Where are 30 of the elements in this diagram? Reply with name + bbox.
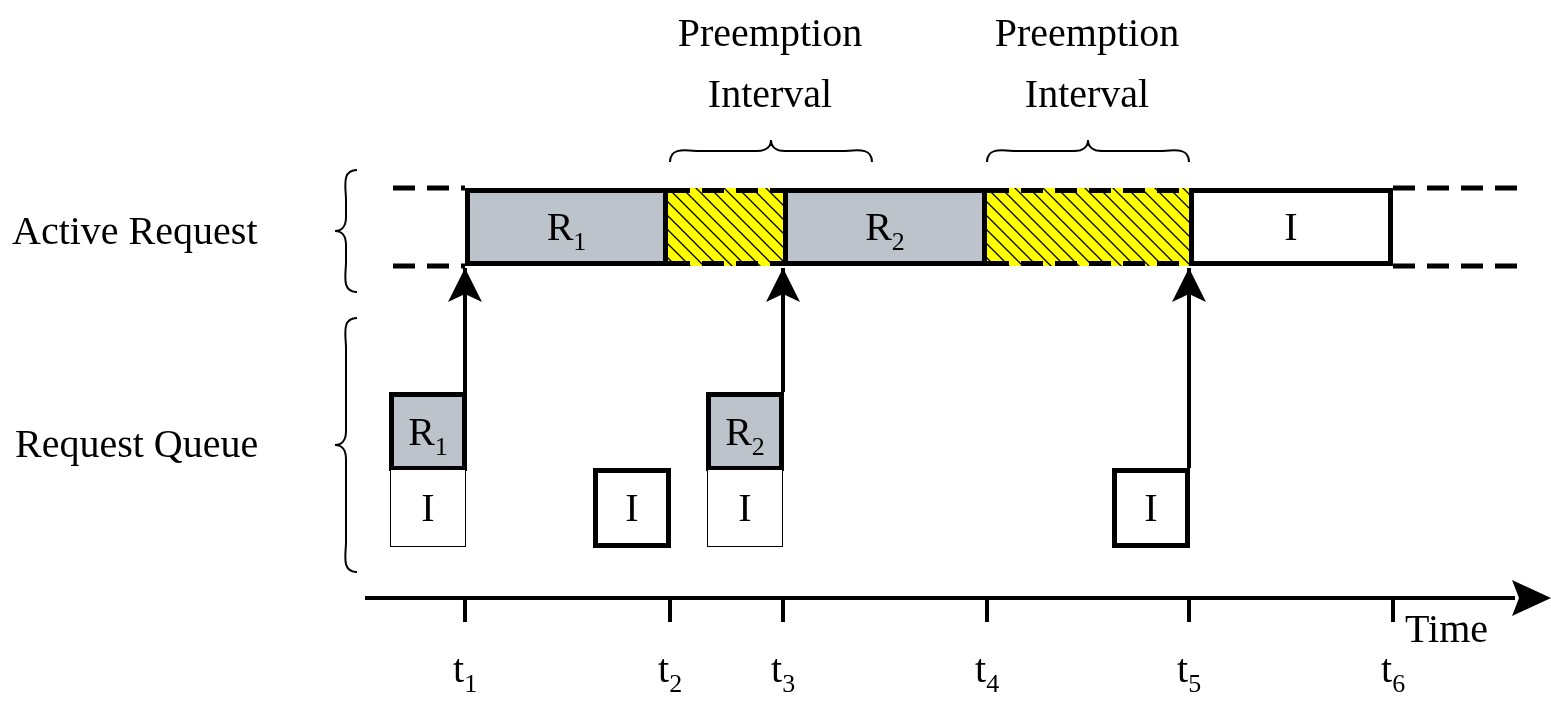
box-label: I [421,488,435,528]
idle-box [707,469,783,547]
arrow [448,268,482,392]
idle-box [593,468,671,548]
box-label: I [625,488,639,528]
box-label: I [1144,488,1158,528]
tick-label: t$_{6}$ [1381,645,1406,699]
request-box [783,188,987,266]
request-box [706,392,784,471]
idle-box [390,469,466,547]
tick-label: t$_{4}$ [975,645,1000,699]
arrow [1172,268,1206,468]
hatched-interval-box [668,188,783,266]
interval-label: Preemption Interval [993,9,1181,118]
tick-label: t$_{3}$ [771,645,796,699]
axis-label: Time [1405,605,1488,653]
idle-box [1189,188,1393,266]
tick-label: t$_{5}$ [1177,645,1202,699]
tick-label: t$_{2}$ [658,645,683,699]
box-label: I [1284,207,1298,247]
row-label: Request Queue [15,420,259,468]
tick-label: t$_{1}$ [453,645,478,699]
arrow [766,268,800,392]
request-box [465,188,668,266]
row-label: Active Request [12,207,258,255]
request-box [389,392,467,471]
interval-label: Preemption Interval [676,9,864,118]
hatched-interval-box [987,188,1189,266]
idle-box [1112,468,1190,548]
box-label: I [738,488,752,528]
